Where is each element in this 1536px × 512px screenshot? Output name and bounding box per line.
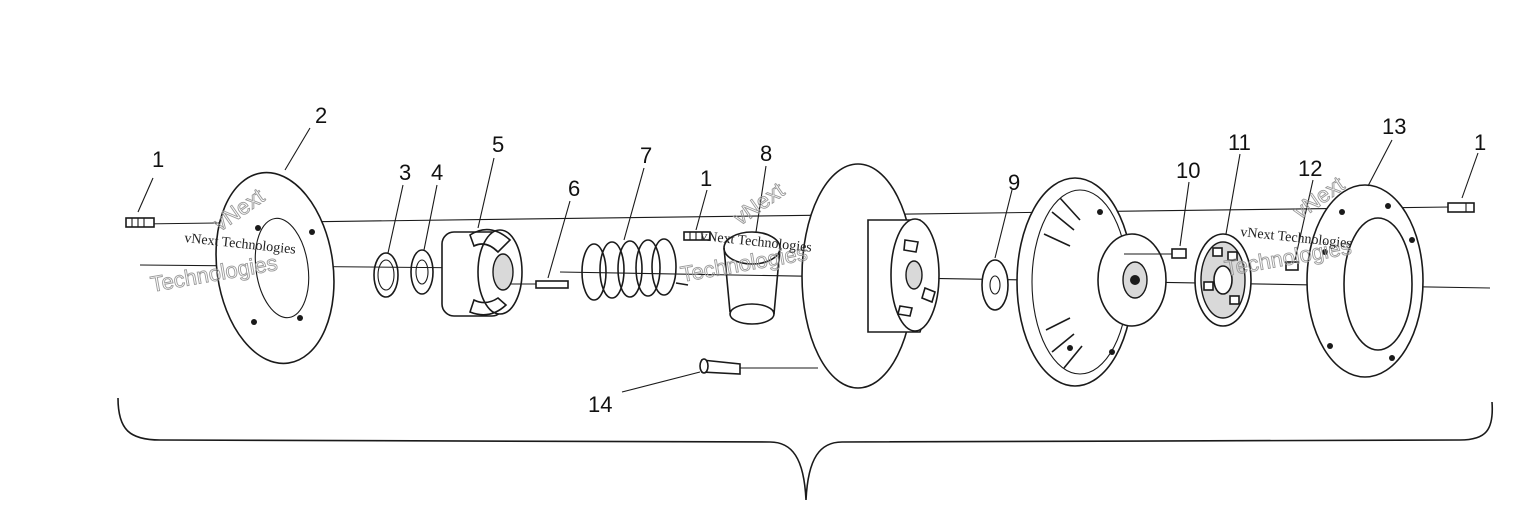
small-screw [1285,261,1299,271]
bolt-left [125,217,155,228]
callout-1-right: 1 [1474,130,1486,155]
cam-assembly [441,228,523,317]
bolt-alignment-line [139,206,1451,225]
callout-12: 12 [1298,156,1322,181]
leader-lines [137,127,1479,393]
spider-wheel [1194,233,1252,327]
stud [699,358,818,375]
callout-3: 3 [399,160,411,185]
spring [581,238,689,301]
callout-4: 4 [431,160,443,185]
svg-text:vNext: vNext [729,177,789,230]
bushing [723,231,781,325]
pin [510,280,569,289]
spacer-washer [981,259,1009,311]
moveable-sheave [1016,177,1167,387]
cover-ring [1306,184,1424,378]
backing-plate [215,171,335,365]
callout-13: 13 [1382,114,1406,139]
sheave [801,163,940,389]
callout-8: 8 [760,141,772,166]
callout-1-middle: 1 [700,166,712,191]
snap-ring [373,252,399,298]
callout-2: 2 [315,103,327,128]
callout-6: 6 [568,176,580,201]
callout-1-left: 1 [152,147,164,172]
bolt-right [1447,202,1475,213]
grouping-brace [117,397,1494,501]
callout-9: 9 [1008,170,1020,195]
screw [1124,248,1187,259]
callout-10: 10 [1176,158,1200,183]
washer [410,249,434,295]
callout-7: 7 [640,143,652,168]
callout-5: 5 [492,132,504,157]
callout-11: 11 [1228,130,1251,155]
callout-14: 14 [588,392,612,417]
bolt-middle [683,231,711,241]
